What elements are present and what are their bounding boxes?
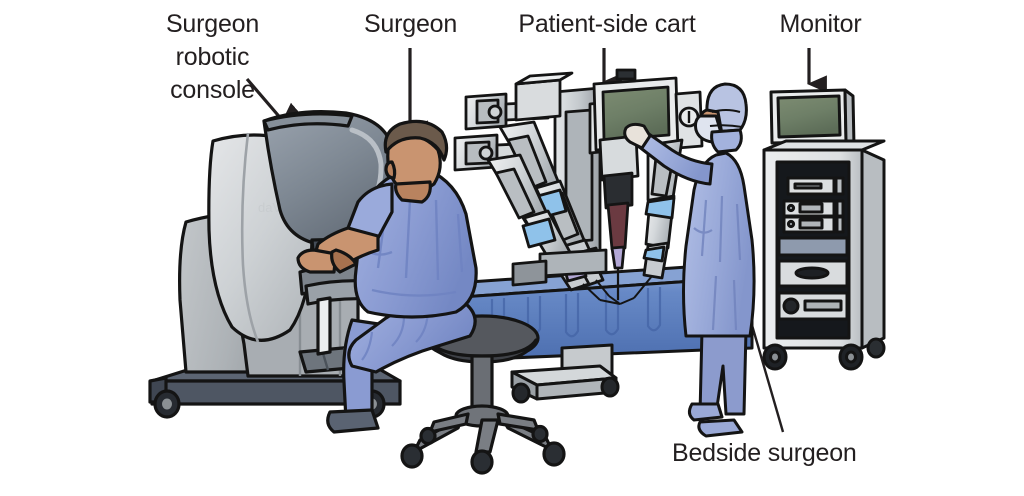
tower-module-6: [777, 291, 849, 321]
bedside-surgeon-hand: [623, 122, 652, 150]
surgeon-wrist-shadow: [330, 248, 358, 274]
arrow-surgeon-robotic-console: [245, 77, 303, 123]
tower-module-4: [777, 236, 849, 257]
label-bedside-surgeon: Bedside surgeon: [672, 439, 857, 467]
bedside-surgeon-legs: [698, 328, 748, 416]
seated-surgeon: [296, 119, 566, 475]
bedside-surgeon: [623, 82, 756, 438]
bedside-surgeon-gown-folds: [693, 195, 742, 331]
stool-post: [470, 354, 494, 414]
monitor-tower: [762, 88, 886, 371]
cart-side-console: [674, 90, 704, 150]
label-patient-side-cart: Patient-side cart: [518, 10, 696, 38]
cart-touchscreen: [592, 68, 680, 152]
bedside-surgeon-collar: [710, 128, 743, 154]
surgeon-neck: [394, 180, 432, 204]
label-surgeon-robotic-console: Surgeon robotic console: [165, 10, 260, 104]
surgeon-hair: [383, 119, 449, 162]
surgeon-ear: [384, 160, 397, 180]
label-monitor: Monitor: [779, 10, 862, 38]
bedside-surgeon-gown: [682, 151, 756, 338]
cart-base: [511, 248, 608, 287]
bedside-surgeon-shoe-right: [697, 418, 744, 438]
tower-module-5: [777, 259, 849, 288]
console-shield-seam: [240, 132, 260, 343]
stool-seat-shade: [426, 338, 538, 364]
bedside-surgeon-shoe-left: [687, 402, 724, 422]
table-caster-left: [511, 382, 531, 404]
tower-casters: [762, 337, 886, 371]
surgeon-shoe: [326, 408, 380, 434]
tower-module-2: [782, 199, 845, 218]
cart-head-box-top: [514, 71, 574, 86]
bedside-surgeon-mask-ties: [709, 109, 743, 128]
instrument-tips: [599, 295, 635, 305]
console-pedal-post: [316, 296, 332, 356]
tower-cabinet-top: [762, 139, 886, 152]
patient-side-cart: [453, 68, 704, 305]
robotic-arm-center-camera: [598, 134, 640, 300]
stool-casters: [400, 424, 566, 475]
console-hood-lip: [262, 112, 354, 132]
tower-module-3: [782, 215, 845, 234]
cart-head-box: [514, 78, 562, 122]
table-caster-right: [600, 376, 620, 398]
tower-cabinet-side: [860, 148, 886, 350]
tower-module-1: [786, 176, 845, 196]
surgeon-hand: [296, 248, 338, 274]
label-surgeon: Surgeon: [363, 10, 458, 38]
